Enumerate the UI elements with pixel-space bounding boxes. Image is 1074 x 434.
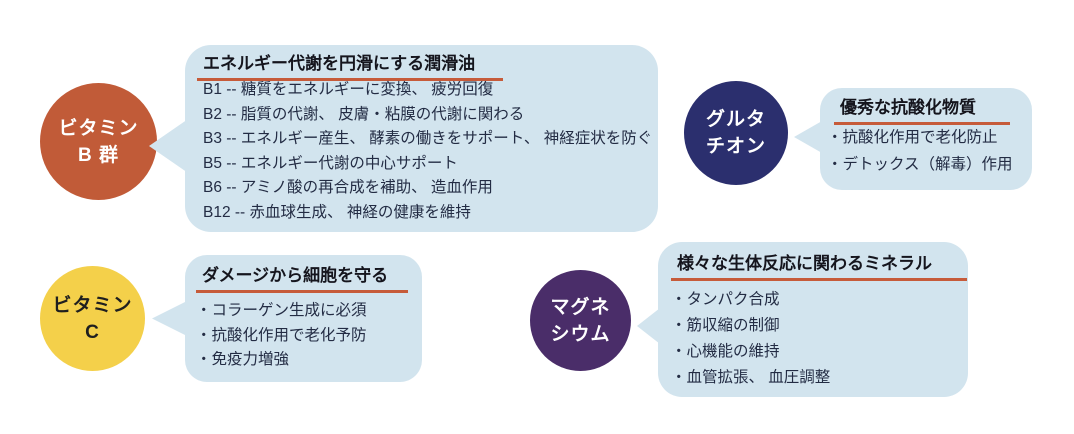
magnesium-bubble-tail bbox=[637, 308, 660, 344]
magnesium-label-line2: シウム bbox=[550, 323, 611, 345]
vitamin-b-group-label-line2: B 群 bbox=[77, 144, 119, 166]
list-item: B2 -- 脂質の代謝、 皮膚・粘膜の代謝に関わる bbox=[203, 105, 525, 123]
list-item: ・免疫力増強 bbox=[196, 351, 290, 368]
vitamin-c-label-line2: C bbox=[85, 321, 100, 343]
magnesium-title: 様々な生体反応に関わるミネラル bbox=[671, 249, 967, 281]
glutathione-circle: グルタ チオン bbox=[684, 81, 788, 185]
glutathione-bubble bbox=[820, 88, 1032, 190]
list-item: ・コラーゲン生成に必須 bbox=[196, 302, 367, 319]
list-item: ・抗酸化作用で老化予防 bbox=[196, 326, 367, 344]
list-item: ・デトックス（解毒）作用 bbox=[827, 155, 1013, 173]
vitamin-b-group-circle: ビタミン B 群 bbox=[40, 83, 157, 200]
vitamin-b-group-label-line1: ビタミン bbox=[58, 117, 139, 139]
vitamin-b-group-title: エネルギー代謝を円滑にする潤滑油 bbox=[197, 49, 503, 81]
list-item: B12 -- 赤血球生成、 神経の健康を維持 bbox=[203, 203, 471, 221]
vitamin-c-label-line1: ビタミン bbox=[52, 294, 133, 316]
list-item: B6 -- アミノ酸の再合成を補助、 造血作用 bbox=[203, 179, 493, 197]
vitamin-c-items: ・コラーゲン生成に必須 ・抗酸化作用で老化予防 ・免疫力増強 bbox=[196, 299, 367, 373]
list-item: B1 -- 糖質をエネルギーに変換、 疲労回復 bbox=[203, 81, 494, 98]
vitamin-b-group-bubble-tail bbox=[149, 117, 191, 175]
glutathione-bubble-tail bbox=[794, 121, 822, 153]
magnesium-items: ・タンパク合成 ・筋収縮の制御 ・心機能の維持 ・血管拡張、 血圧調整 bbox=[671, 287, 830, 391]
glutathione-label-line2: チオン bbox=[705, 136, 766, 157]
list-item: B3 -- エネルギー産生、 酵素の働きをサポート、 神経症状を防ぐ bbox=[203, 130, 653, 148]
list-item: B5 -- エネルギー代謝の中心サポート bbox=[203, 154, 458, 172]
vitamin-c-circle: ビタミン C bbox=[40, 266, 145, 371]
magnesium-circle: マグネ シウム bbox=[530, 270, 631, 371]
vitamin-b-group-items: B1 -- 糖質をエネルギーに変換、 疲労回復 B2 -- 脂質の代謝、 皮膚・… bbox=[203, 78, 652, 226]
list-item: ・血管拡張、 血圧調整 bbox=[671, 369, 831, 386]
vitamin-c-bubble bbox=[185, 255, 422, 382]
vitamin-b-group-bubble bbox=[185, 45, 658, 232]
glutathione-label-line1: グルタ bbox=[705, 109, 766, 130]
list-item: ・抗酸化作用で老化防止 bbox=[827, 129, 998, 146]
list-item: ・心機能の維持 bbox=[671, 343, 780, 360]
glutathione-items: ・抗酸化作用で老化防止 ・デトックス（解毒）作用 bbox=[827, 125, 1013, 178]
vitamin-c-bubble-tail bbox=[152, 301, 187, 336]
magnesium-label-line1: マグネ bbox=[550, 296, 611, 318]
list-item: ・筋収縮の制御 bbox=[671, 317, 780, 334]
list-item: ・タンパク合成 bbox=[671, 291, 780, 308]
glutathione-title: 優秀な抗酸化物質 bbox=[834, 93, 1010, 125]
vitamin-c-title: ダメージから細胞を守る bbox=[196, 261, 408, 293]
magnesium-bubble bbox=[658, 242, 968, 397]
